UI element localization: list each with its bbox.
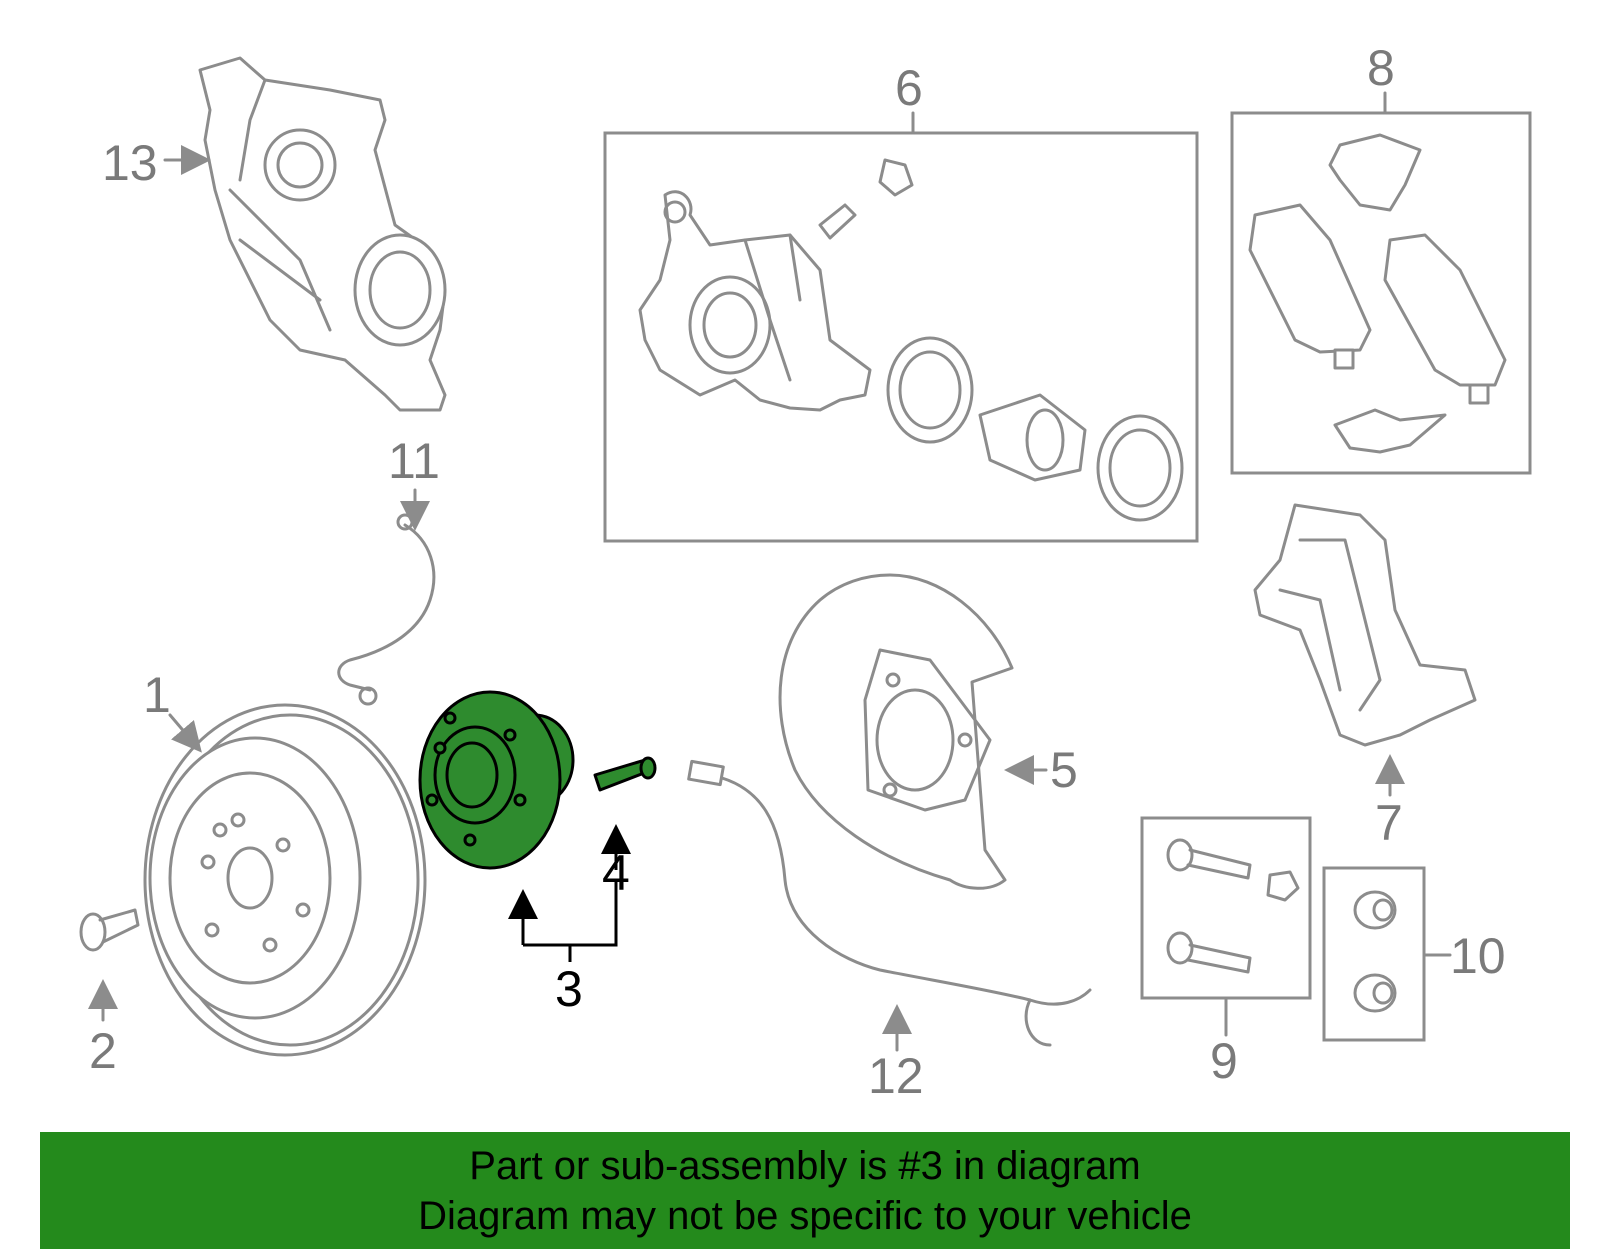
banner-line-part-number: Part or sub-assembly is #3 in diagram xyxy=(469,1143,1141,1188)
callout-6: 6 xyxy=(895,60,923,116)
part-7-caliper-bracket xyxy=(1253,503,1477,747)
part-9-bolts xyxy=(1166,838,1300,974)
banner-line-disclaimer: Diagram may not be specific to your vehi… xyxy=(418,1193,1192,1238)
callout-8: 8 xyxy=(1367,40,1395,96)
brake-assembly-diagram: 13 11 1 2 3 4 6 8 5 7 9 10 12 xyxy=(79,40,1532,1104)
callout-10: 10 xyxy=(1450,928,1506,984)
callout-1: 1 xyxy=(143,667,171,723)
part-8-brake-pads xyxy=(1248,133,1507,454)
callout-9: 9 xyxy=(1210,1033,1238,1089)
callout-3: 3 xyxy=(555,961,583,1017)
part-3-hub-assembly-highlighted xyxy=(418,690,575,870)
part-13-knuckle xyxy=(198,56,447,412)
callout-11: 11 xyxy=(388,433,440,489)
part-2-rotor-screw xyxy=(79,908,140,952)
leader-lines-highlight xyxy=(508,824,631,962)
part-8-pads-box xyxy=(1230,111,1532,475)
part-12-abs-sensor xyxy=(687,759,1092,1047)
callout-4: 4 xyxy=(602,845,630,901)
part-6-caliper xyxy=(638,158,1184,522)
leader-lines xyxy=(88,91,1452,1052)
part-10-bushings xyxy=(1353,890,1397,1013)
callout-2: 2 xyxy=(89,1023,117,1079)
part-9-bolts-box xyxy=(1140,816,1312,1000)
part-5-splash-shield xyxy=(778,573,1014,890)
disclaimer-banner: Part or sub-assembly is #3 in diagram Di… xyxy=(40,1132,1570,1249)
callout-12: 12 xyxy=(868,1048,924,1104)
callout-13: 13 xyxy=(102,135,158,191)
part-1-brake-rotor xyxy=(143,703,427,1057)
part-6-caliper-box xyxy=(603,131,1199,543)
part-4-wheel-stud-highlighted xyxy=(593,756,657,792)
part-11-brake-hose xyxy=(337,513,436,706)
callout-5: 5 xyxy=(1050,742,1078,798)
callout-7: 7 xyxy=(1375,795,1403,851)
